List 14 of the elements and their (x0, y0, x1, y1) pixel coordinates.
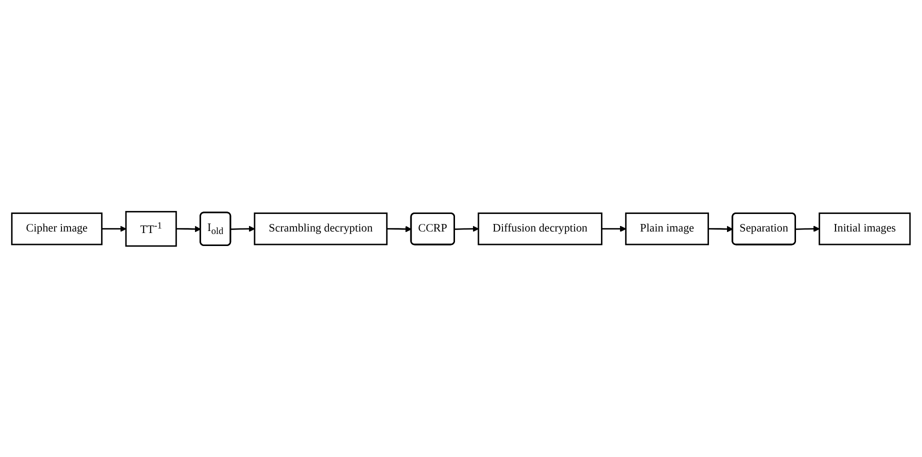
arrow (708, 226, 734, 232)
arrow (386, 226, 412, 232)
arrow (102, 225, 126, 232)
arrow (454, 225, 479, 232)
arrow (230, 225, 255, 232)
node-box: Scrambling decryption (254, 212, 388, 245)
arrow (602, 225, 626, 232)
node-box: Initial images (818, 212, 911, 245)
node-box: Plain image (625, 212, 710, 245)
node-box: Diffusion decryption (478, 212, 602, 245)
node-box: Cipher image (11, 212, 103, 245)
arrow (176, 226, 202, 232)
node-box: TT$^{-1}$ (125, 210, 177, 246)
arrow (796, 225, 820, 232)
